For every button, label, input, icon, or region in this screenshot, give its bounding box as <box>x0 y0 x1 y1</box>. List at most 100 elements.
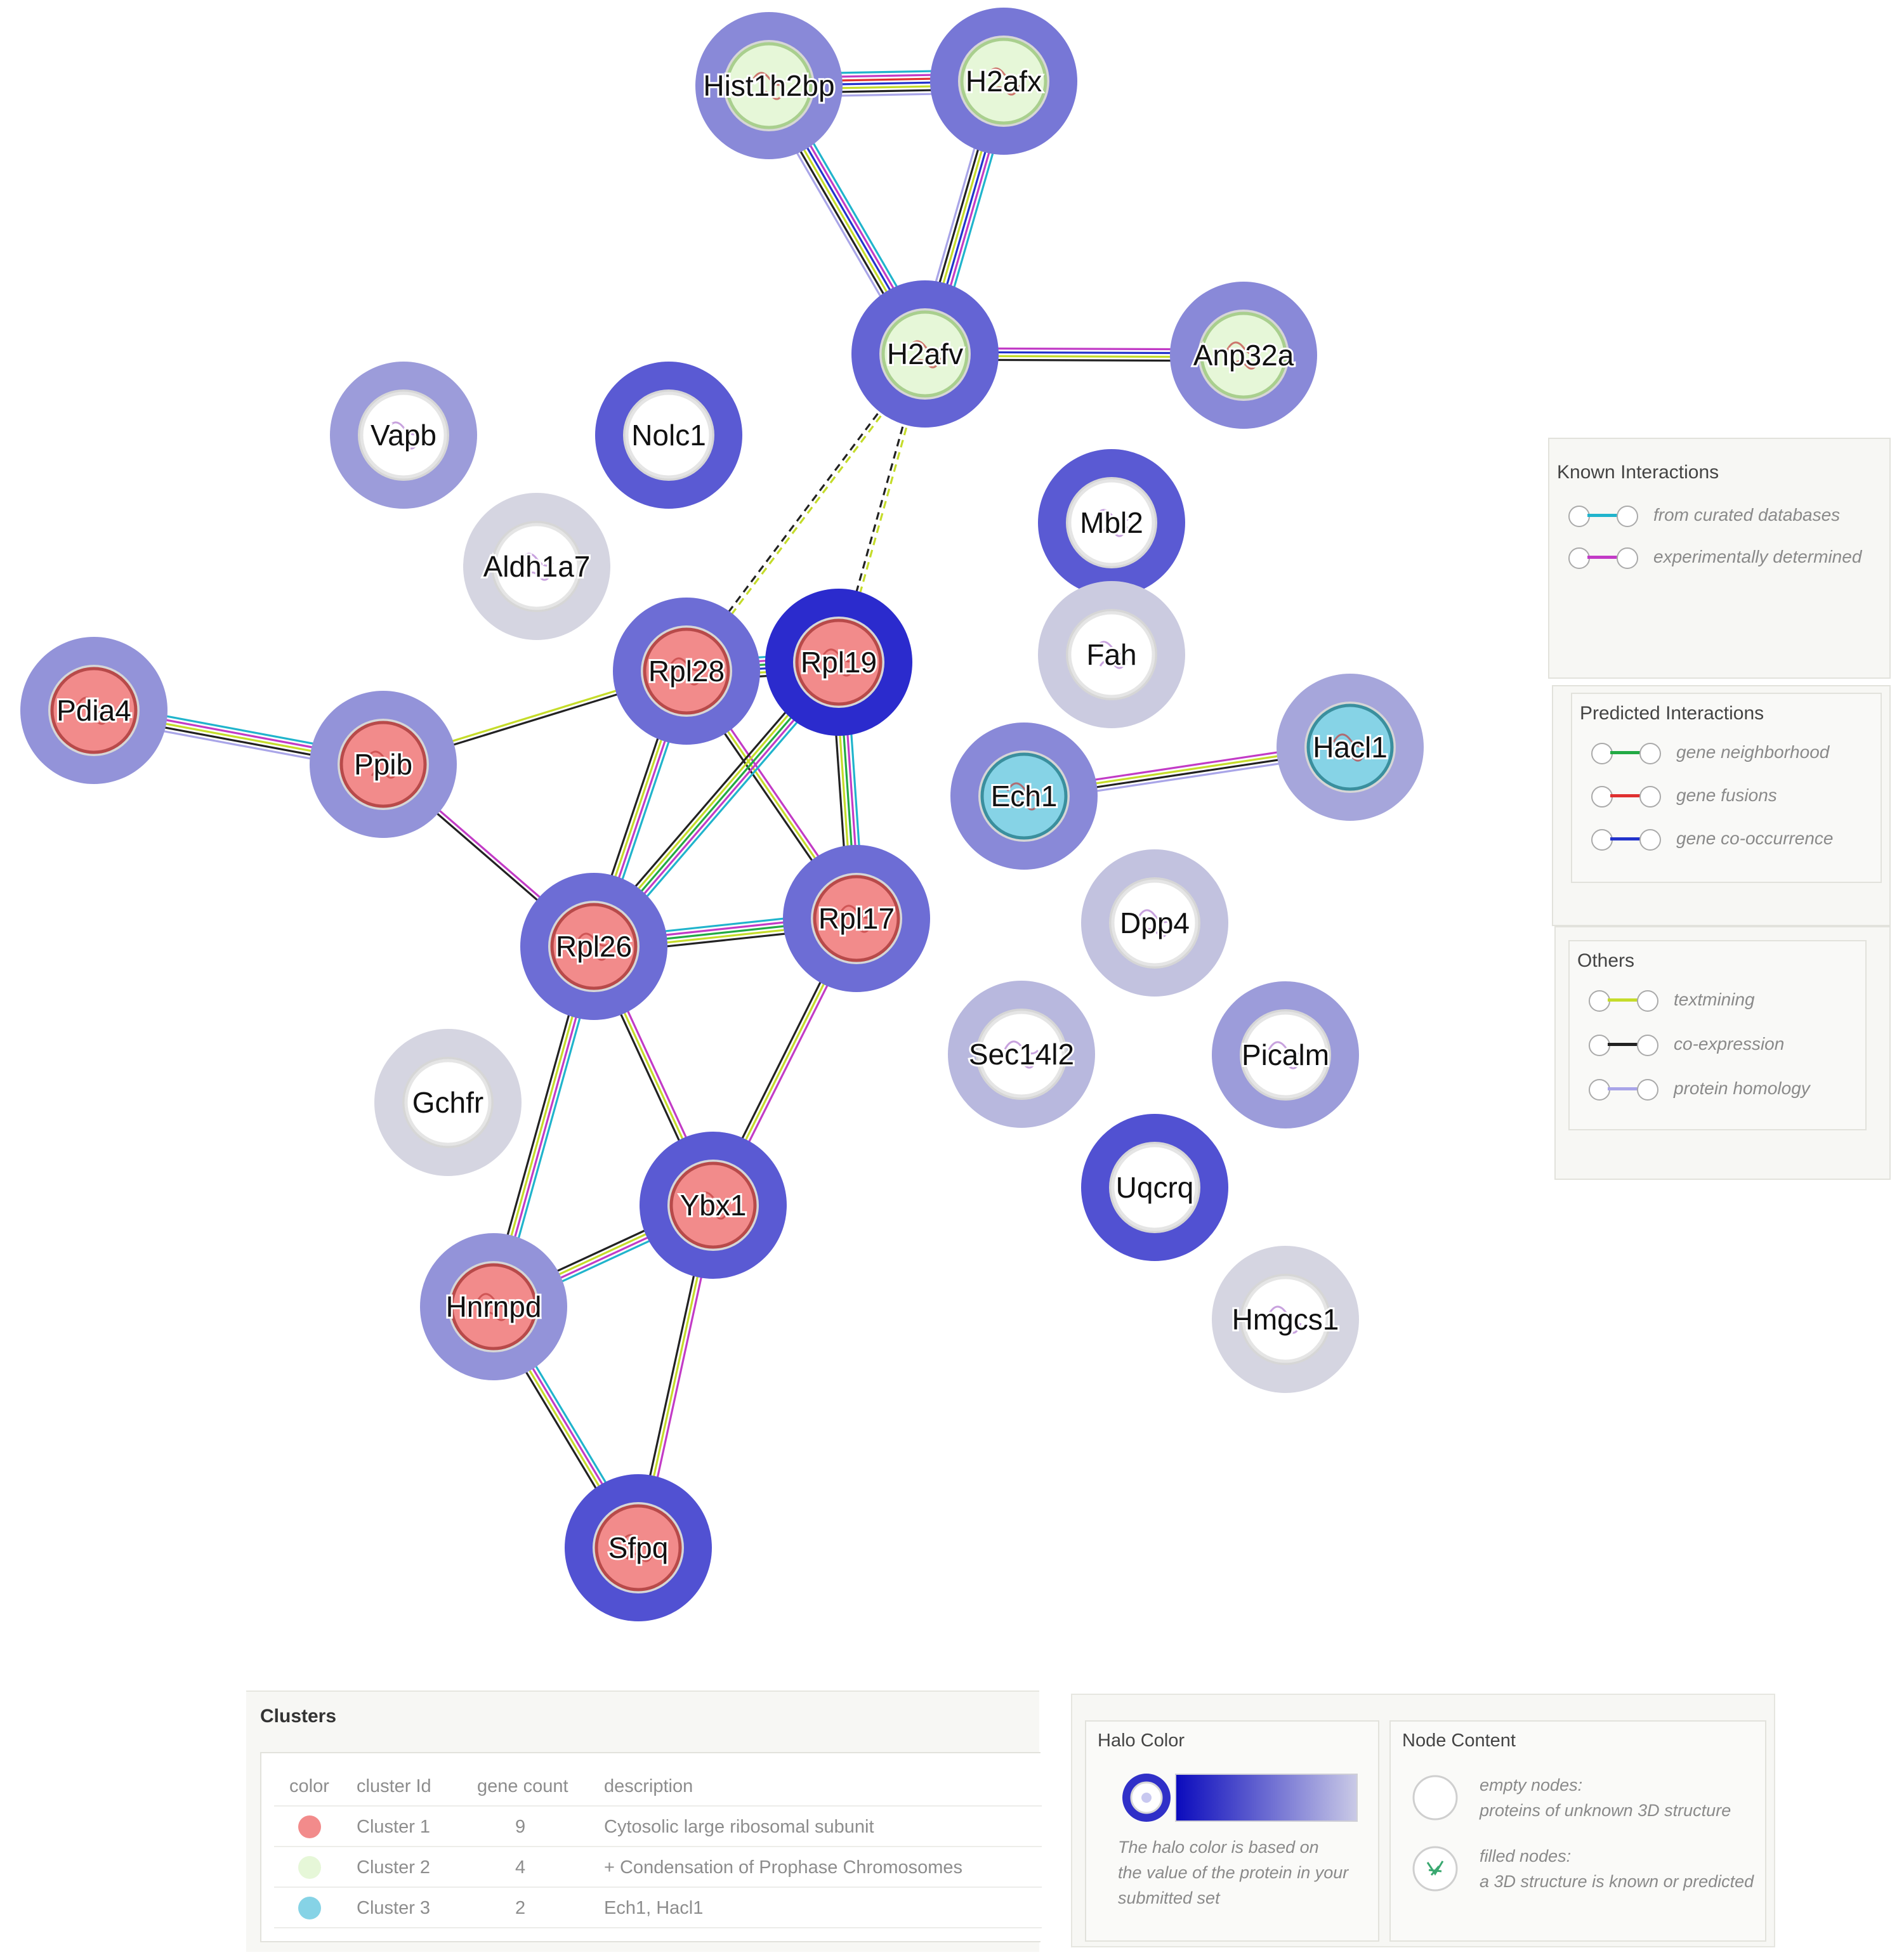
filled-node-line: filled nodes: <box>1480 1847 1572 1866</box>
structure-glyph <box>1006 782 1042 811</box>
header-color: color <box>289 1776 329 1796</box>
node-body <box>881 310 969 398</box>
node-anp32a[interactable]: Anp32a <box>1170 282 1317 429</box>
node-sfpq[interactable]: Sfpq <box>565 1474 712 1621</box>
empty-node-icon <box>1412 1775 1458 1821</box>
empty-node-line: empty nodes: <box>1480 1775 1583 1795</box>
legend-row-fusion: gene fusions <box>1591 783 1777 808</box>
clusters-table: color cluster Id gene count description … <box>260 1752 1042 1942</box>
structure-glyph <box>1226 341 1261 370</box>
empty-node-text: empty nodes: proteins of unknown 3D stru… <box>1480 1772 1731 1823</box>
legend-label: protein homology <box>1674 1078 1810 1098</box>
known-interactions-panel: Known Interactions from curated database… <box>1548 438 1891 679</box>
legend-row-experimental: experimentally determined <box>1568 544 1861 570</box>
node-label: Rpl28 <box>648 655 725 688</box>
structure-glyph <box>821 648 857 677</box>
structure-glyph <box>751 72 787 100</box>
structure-glyph <box>1137 909 1172 938</box>
node-gchfr[interactable]: Gchfr <box>374 1029 522 1176</box>
node-hist1h2bp[interactable]: Hist1h2bp <box>695 12 843 159</box>
legend-swatch <box>1589 1031 1658 1057</box>
node-rpl26[interactable]: Rpl26 <box>520 873 667 1020</box>
node-body <box>643 627 730 715</box>
node-body <box>625 391 712 479</box>
node-label: Pdia4 <box>56 694 131 727</box>
legend-swatch <box>1591 740 1661 765</box>
node-uqcrq[interactable]: Uqcrq <box>1081 1114 1228 1261</box>
legend-label: gene co-occurrence <box>1676 828 1834 848</box>
node-pdia4[interactable]: Pdia4 <box>20 637 167 784</box>
node-label: Hist1h2bp <box>703 69 834 102</box>
node-label: Vapb <box>371 419 437 452</box>
predicted-inner-box: Predicted Interactions gene neighborhood… <box>1571 693 1882 883</box>
clusters-panel: Clusters color cluster Id gene count des… <box>246 1690 1042 1952</box>
node-body <box>493 523 581 610</box>
node-label: Aldh1a7 <box>483 550 591 583</box>
node-label: Uqcrq <box>1116 1171 1194 1204</box>
node-body <box>1242 1011 1329 1099</box>
node-vapb[interactable]: Vapb <box>330 362 477 509</box>
node-label: Sfpq <box>608 1531 669 1564</box>
node-hacl1[interactable]: Hacl1 <box>1277 674 1424 821</box>
node-body <box>980 752 1068 840</box>
node-rpl28[interactable]: Rpl28 <box>613 598 760 745</box>
node-label: H2afv <box>887 337 963 370</box>
node-mbl2[interactable]: Mbl2 <box>1038 449 1185 596</box>
node-h2afv[interactable]: H2afv <box>851 280 999 428</box>
node-label: Hmgcs1 <box>1232 1303 1339 1336</box>
node-dpp4[interactable]: Dpp4 <box>1081 849 1228 997</box>
node-ppib[interactable]: Ppib <box>310 691 457 838</box>
structure-glyph <box>620 1534 656 1562</box>
halo-note: The halo color is based on the value of … <box>1118 1834 1348 1911</box>
header-description: description <box>604 1776 693 1796</box>
predicted-interactions-panel: Predicted Interactions gene neighborhood… <box>1552 685 1891 926</box>
legend-swatch <box>1589 1076 1658 1101</box>
legend-label: gene neighborhood <box>1676 742 1830 762</box>
structure-glyph <box>76 696 112 725</box>
node-hnrnpd[interactable]: Hnrnpd <box>420 1233 567 1380</box>
cluster-description: Cytosolic large ribosomal subunit <box>604 1817 874 1837</box>
legend-swatch <box>1591 826 1661 851</box>
clusters-header-row: color cluster Id gene count description <box>274 1766 1042 1807</box>
node-ech1[interactable]: Ech1 <box>950 723 1098 870</box>
node-ybx1[interactable]: Ybx1 <box>640 1132 787 1279</box>
node-body <box>978 1010 1065 1098</box>
node-h2afx[interactable]: H2afx <box>930 8 1077 155</box>
node-picalm[interactable]: Picalm <box>1212 981 1359 1128</box>
node-label: Sec14l2 <box>969 1038 1074 1071</box>
legend-label: experimentally determined <box>1653 547 1862 566</box>
legend-row-homology: protein homology <box>1589 1076 1810 1101</box>
structure-glyph <box>1094 641 1129 669</box>
node-nolc1[interactable]: Nolc1 <box>595 362 742 509</box>
known-interactions-title: Known Interactions <box>1557 462 1719 483</box>
node-content-title: Node Content <box>1402 1730 1516 1751</box>
legend-row-coexpression: co-expression <box>1589 1031 1784 1057</box>
legend-row-neighborhood: gene neighborhood <box>1591 740 1829 765</box>
filled-node-line: a 3D structure is known or predicted <box>1480 1872 1754 1891</box>
node-aldh1a7[interactable]: Aldh1a7 <box>463 493 610 640</box>
node-sec14l2[interactable]: Sec14l2 <box>948 981 1095 1128</box>
node-body <box>50 667 138 754</box>
cluster-id: Cluster 2 <box>357 1857 431 1878</box>
node-body <box>1242 1276 1329 1363</box>
halo-note-line: The halo color is based on <box>1118 1838 1319 1857</box>
node-body <box>1306 703 1394 791</box>
node-rpl17[interactable]: Rpl17 <box>783 845 930 992</box>
node-rpl19[interactable]: Rpl19 <box>765 589 912 736</box>
node-body <box>339 721 427 808</box>
node-body <box>669 1161 757 1249</box>
structure-glyph <box>839 905 874 933</box>
node-label: Mbl2 <box>1080 506 1143 539</box>
header-cluster-id: cluster Id <box>357 1776 431 1796</box>
filled-node-text: filled nodes: a 3D structure is known or… <box>1480 1843 1754 1894</box>
node-hmgcs1[interactable]: Hmgcs1 <box>1212 1246 1359 1393</box>
node-body <box>550 903 638 990</box>
legend-swatch <box>1591 783 1661 808</box>
cluster-color-dot <box>298 1815 321 1838</box>
node-label: Dpp4 <box>1120 906 1190 939</box>
node-label: Ybx1 <box>680 1189 747 1222</box>
structure-glyph <box>519 552 555 581</box>
node-fah[interactable]: Fah <box>1038 581 1185 728</box>
